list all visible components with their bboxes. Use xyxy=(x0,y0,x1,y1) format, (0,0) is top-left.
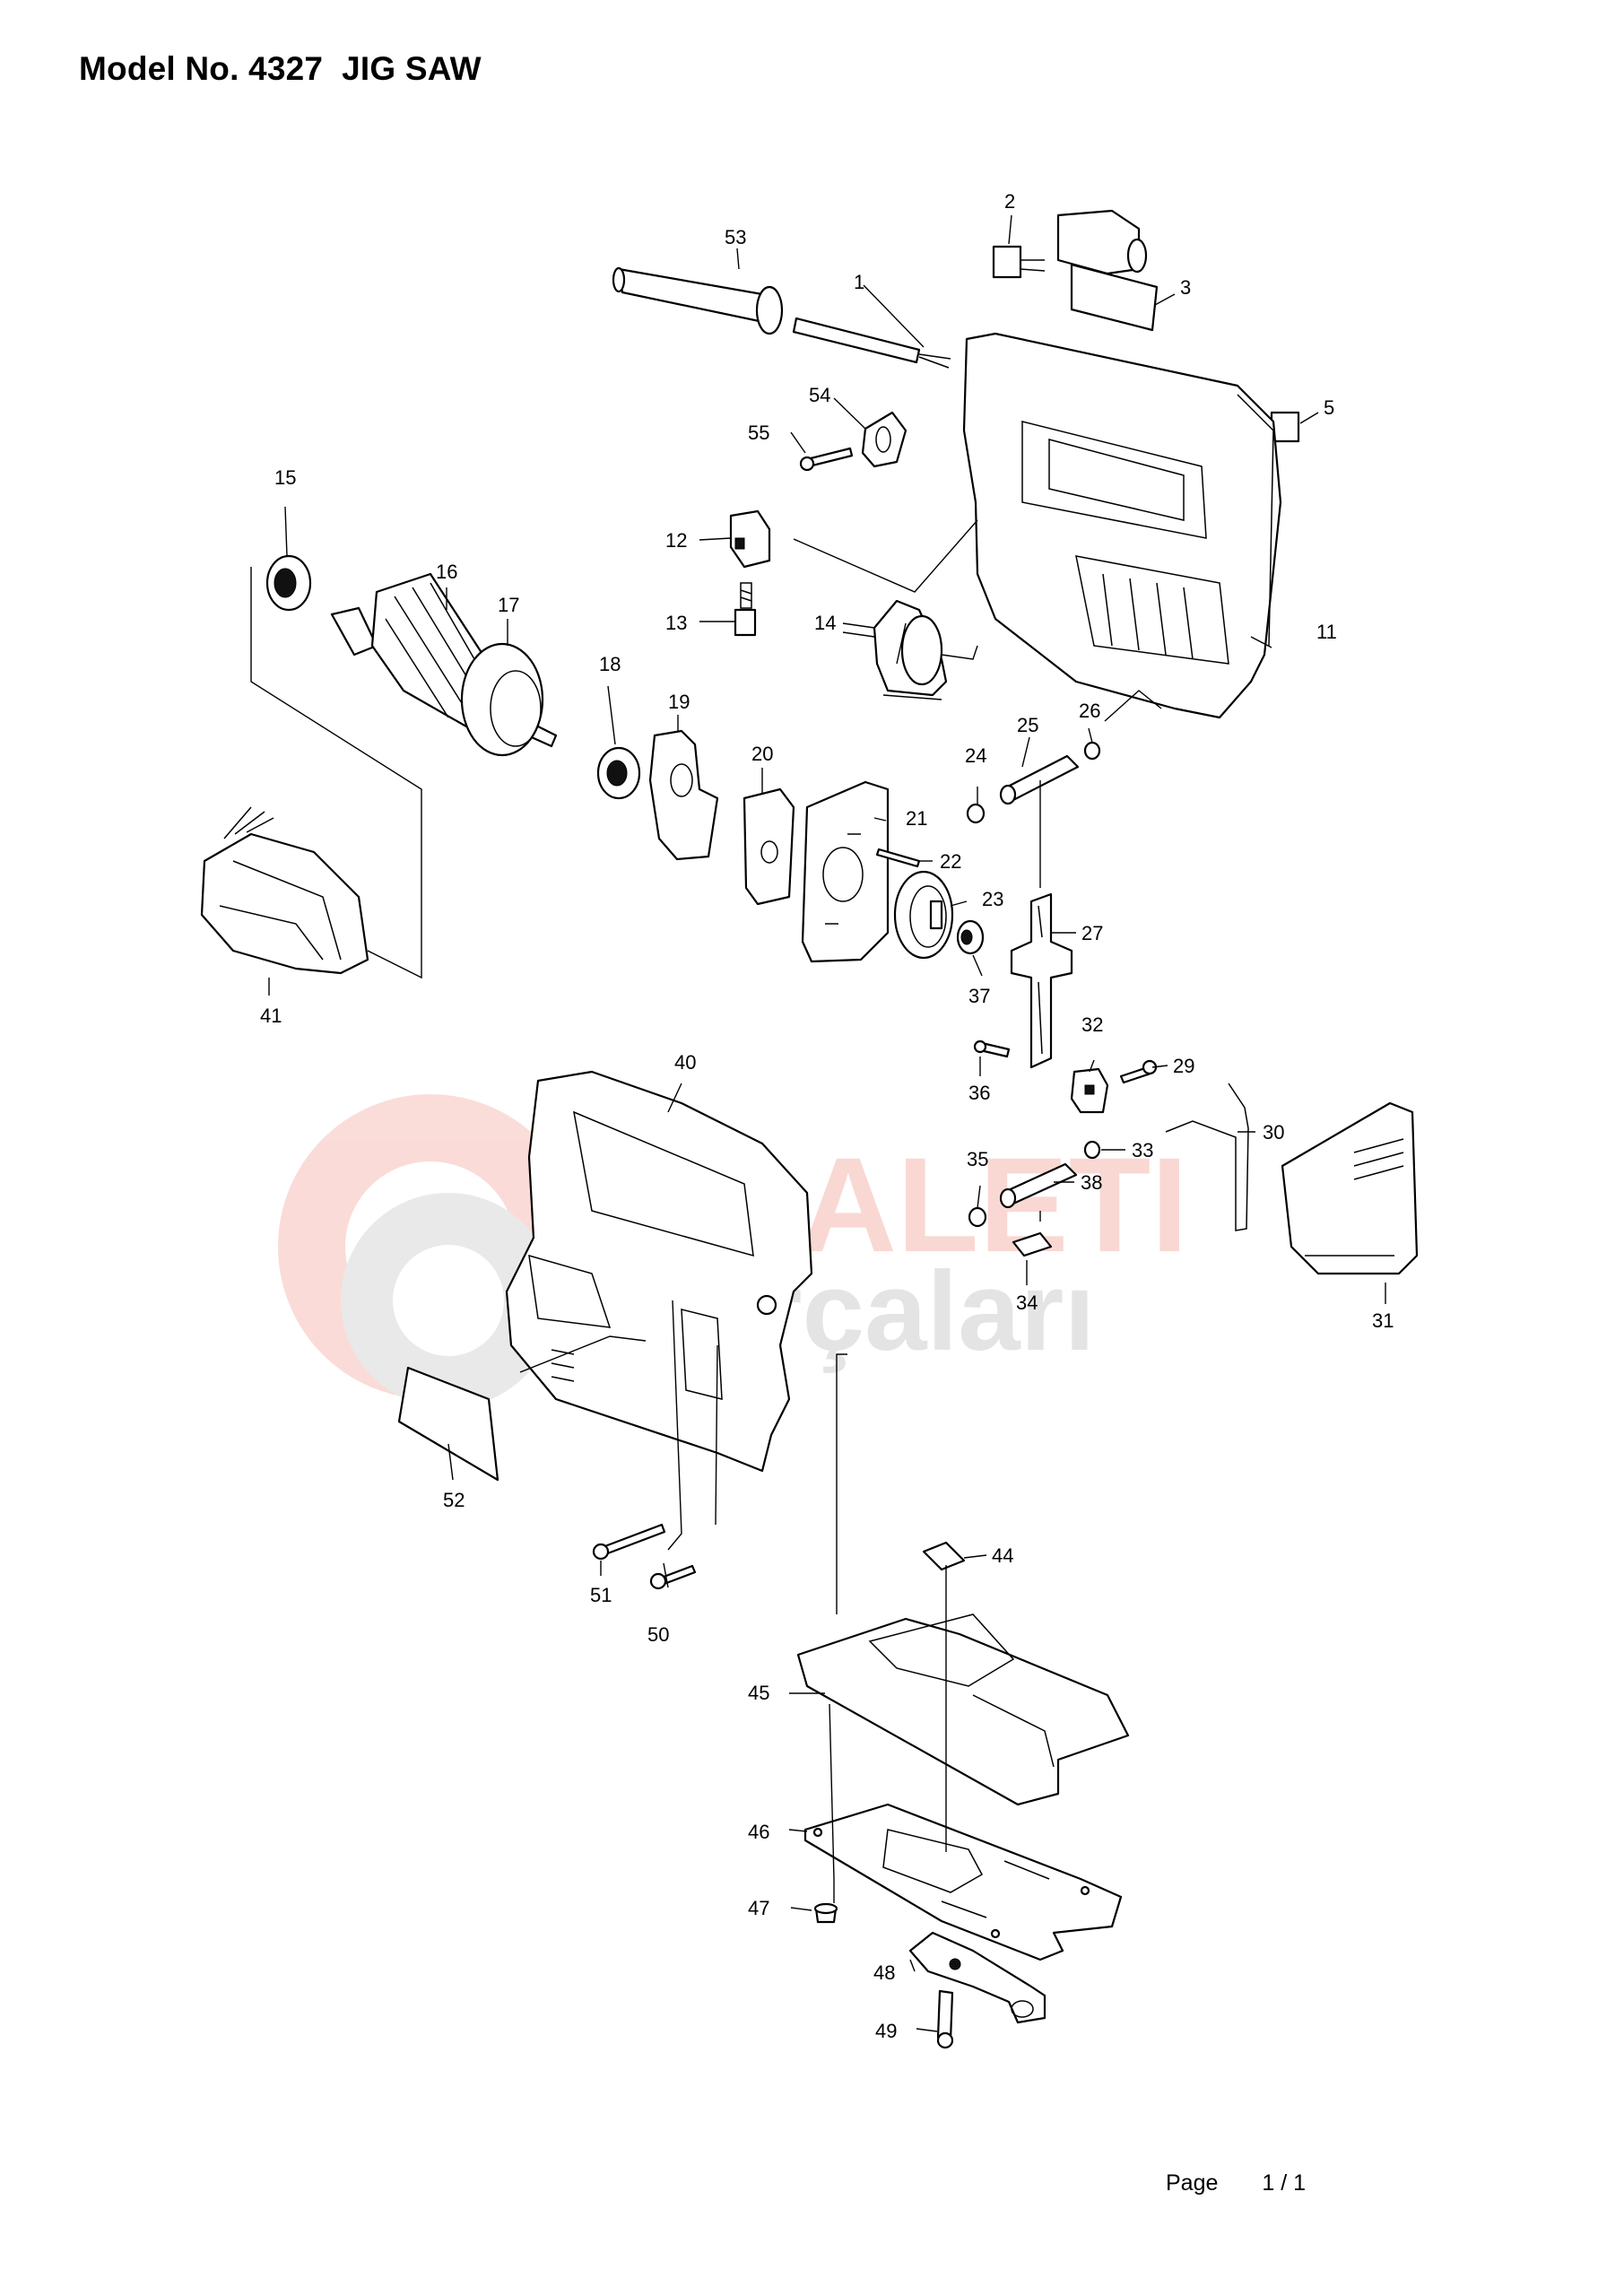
part-49-screw xyxy=(936,1989,954,2049)
label-53: 53 xyxy=(725,226,746,248)
part-17-fan xyxy=(460,642,544,757)
part-1-cord xyxy=(792,317,951,369)
label-52: 52 xyxy=(443,1489,465,1511)
label-30: 30 xyxy=(1263,1121,1284,1144)
part-36-screw xyxy=(973,1039,1011,1058)
label-48: 48 xyxy=(873,1961,895,1984)
part-54-clamp xyxy=(861,411,908,468)
label-41: 41 xyxy=(260,1004,282,1027)
part-25-slider xyxy=(999,754,1080,805)
label-19: 19 xyxy=(668,691,690,713)
part-23-gear xyxy=(893,870,954,960)
part-19-bearing-box xyxy=(648,729,719,861)
part-55-screw xyxy=(799,447,854,472)
label-17: 17 xyxy=(498,594,519,616)
part-52-label xyxy=(397,1366,499,1482)
label-27: 27 xyxy=(1081,922,1103,944)
leader-lines xyxy=(250,214,1386,2032)
part-48-blade-clamp xyxy=(908,1931,1046,2024)
part-41-field xyxy=(200,806,369,975)
label-44: 44 xyxy=(992,1544,1013,1567)
label-31: 31 xyxy=(1372,1309,1394,1332)
label-49: 49 xyxy=(875,2020,897,2042)
part-47-screw xyxy=(813,1902,838,1924)
part-26-ring xyxy=(1083,741,1101,761)
label-34: 34 xyxy=(1016,1292,1038,1314)
part-18-bearing xyxy=(596,746,641,800)
label-25: 25 xyxy=(1017,714,1038,736)
part-45-base xyxy=(796,1613,1130,1806)
label-11: 11 xyxy=(1316,621,1337,643)
part-11-housing xyxy=(962,332,1282,719)
label-16: 16 xyxy=(436,561,457,583)
label-21: 21 xyxy=(906,807,927,830)
part-20-plate xyxy=(743,787,795,906)
label-37: 37 xyxy=(968,985,990,1007)
label-46: 46 xyxy=(748,1821,769,1843)
label-2: 2 xyxy=(1004,190,1015,213)
label-24: 24 xyxy=(965,744,986,767)
label-20: 20 xyxy=(751,743,773,765)
document-title: Model No. 4327 JIG SAW xyxy=(79,50,482,87)
part-number-labels: 53 1 2 3 5 54 55 12 13 14 11 15 16 17 18… xyxy=(260,190,1394,2042)
part-34-pad xyxy=(1012,1231,1053,1257)
label-47: 47 xyxy=(748,1897,769,1919)
part-53-grip xyxy=(612,266,784,335)
label-26: 26 xyxy=(1079,700,1100,722)
label-12: 12 xyxy=(665,529,687,552)
label-13: 13 xyxy=(665,612,687,634)
part-46-plate xyxy=(803,1803,1123,1961)
label-23: 23 xyxy=(982,888,1003,910)
part-32-blade-holder xyxy=(1070,1067,1109,1114)
page-number: 1 / 1 xyxy=(1262,2170,1306,2196)
label-50: 50 xyxy=(647,1623,669,1646)
part-3-switch xyxy=(1056,209,1159,332)
part-27-plunger xyxy=(1010,892,1073,1069)
part-2-capacitor xyxy=(992,245,1046,279)
label-40: 40 xyxy=(674,1051,696,1074)
part-37-roller xyxy=(956,919,985,955)
label-38: 38 xyxy=(1081,1171,1102,1194)
part-24-ring xyxy=(966,803,986,824)
label-55: 55 xyxy=(748,422,769,444)
label-18: 18 xyxy=(599,653,621,675)
part-44-pad xyxy=(922,1541,966,1571)
part-14-controller xyxy=(842,599,948,700)
label-35: 35 xyxy=(967,1148,988,1170)
page-footer: Page 1 / 1 xyxy=(1166,2170,1306,2196)
part-38-slider xyxy=(999,1162,1078,1209)
part-12-brush-holder xyxy=(729,509,771,569)
part-31-cover xyxy=(1281,1101,1419,1275)
part-33-ring xyxy=(1083,1140,1101,1160)
label-36: 36 xyxy=(968,1082,990,1104)
watermark-logo xyxy=(278,1094,583,1408)
label-5: 5 xyxy=(1324,396,1334,419)
label-54: 54 xyxy=(809,384,830,406)
label-1: 1 xyxy=(854,271,864,293)
part-40-housing xyxy=(505,1070,813,1473)
part-29-screw xyxy=(1119,1059,1158,1084)
label-22: 22 xyxy=(940,850,961,873)
label-29: 29 xyxy=(1173,1055,1194,1077)
part-30-wire xyxy=(1165,1083,1249,1231)
part-13-carbon-brush xyxy=(734,582,757,637)
label-45: 45 xyxy=(748,1682,769,1704)
part-51-screw xyxy=(592,1523,666,1561)
label-3: 3 xyxy=(1180,276,1191,299)
part-35-ring xyxy=(968,1206,987,1228)
label-15: 15 xyxy=(274,466,296,489)
label-14: 14 xyxy=(814,612,836,634)
part-50-screw xyxy=(649,1564,697,1590)
part-22-pin xyxy=(875,848,921,868)
page-label: Page xyxy=(1166,2170,1219,2196)
part-15-bearing xyxy=(265,554,312,612)
label-32: 32 xyxy=(1081,1013,1103,1036)
part-21-gear-plate xyxy=(801,780,890,963)
label-33: 33 xyxy=(1132,1139,1153,1161)
label-51: 51 xyxy=(590,1584,612,1606)
